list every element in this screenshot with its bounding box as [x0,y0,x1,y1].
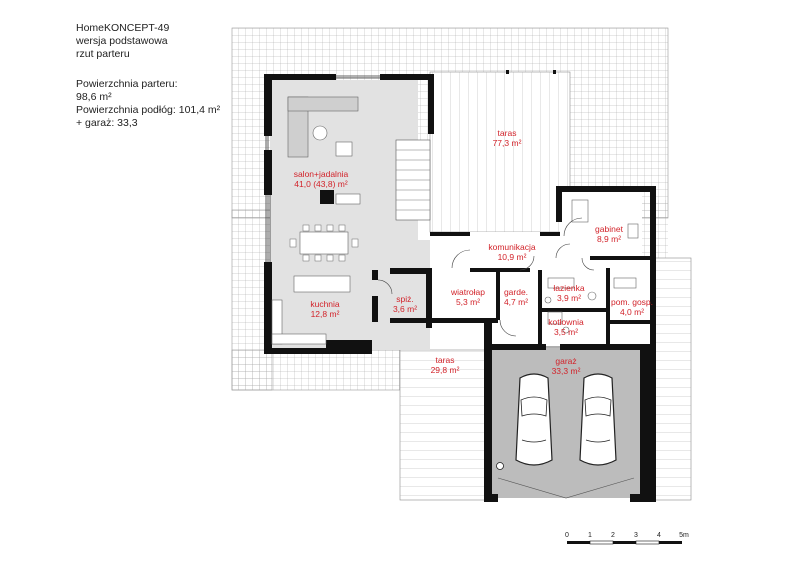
room-name-spiz: spiż. [396,294,413,304]
project-variant: wersja podstawowa [76,35,168,47]
furniture [271,96,639,345]
project-name: HomeKONCEPT-49 [76,22,170,34]
room-area-pom-gosp: 4,0 m² [620,307,644,317]
scale-tick-3: 3 [634,532,638,539]
room-name-kuchnia: kuchnia [310,299,340,309]
room-name-garderoba: garde. [504,287,528,297]
room-labels: salon+jadalnia 41,0 (43,8) m² taras 77,3… [294,128,653,376]
room-name-gabinet: gabinet [595,224,624,234]
room-name-pom-gosp: pom. gosp. [611,297,653,307]
room-area-garaz: 33,3 m² [552,366,581,376]
room-area-gabinet: 8,9 m² [597,234,621,244]
room-area-komunikacja: 10,9 m² [498,252,527,262]
room-area-taras-bottom: 29,8 m² [431,365,460,375]
stairs [395,139,431,221]
garage-cars [496,373,635,499]
room-area-kotlownia: 3,5 m² [554,327,578,337]
area-summary: Powierzchnia parteru: 98,6 m² Powierzchn… [76,78,220,130]
scale-tick-2: 2 [611,532,615,539]
scale-tick-5: 5m [679,532,689,539]
garage-area-label: + garaż: 33,3 [76,117,138,129]
garage-floor [490,348,642,498]
walls [264,74,656,502]
plan-view-name: rzut parteru [76,48,130,60]
room-name-kotlownia: kotłownia [548,317,584,327]
doors [377,217,595,337]
room-name-taras-bottom: taras [436,355,455,365]
room-name-lazienka: łazienka [553,283,584,293]
room-area-kuchnia: 12,8 m² [311,309,340,319]
project-title-block: HomeKONCEPT-49 wersja podstawowa rzut pa… [76,22,169,61]
room-name-salon: salon+jadalnia [294,169,349,179]
room-name-garaz: garaż [555,356,576,366]
terrace-bottom-boards [399,349,489,501]
scale-tick-0: 0 [565,532,569,539]
living-area-floor [270,80,430,350]
room-area-taras-top: 77,3 m² [493,138,522,148]
scale-tick-4: 4 [657,532,661,539]
scale-bar: 0 1 2 3 4 5m [565,532,689,545]
room-area-wiatrolap: 5,3 m² [456,297,480,307]
room-name-taras-top: taras [498,128,517,138]
room-area-salon: 41,0 (43,8) m² [294,179,348,189]
room-area-lazienka: 3,9 m² [557,293,581,303]
ground-area-label: Powierzchnia parteru: [76,78,178,90]
terrace-top-boards [429,70,571,233]
scale-tick-1: 1 [588,532,592,539]
room-name-wiatrolap: wiatrołap [450,287,485,297]
floor-area-label: Powierzchnia podłóg: 101,4 m² [76,104,221,116]
room-area-garderoba: 4,7 m² [504,297,528,307]
interior-rooms [430,188,642,348]
ground-area-value: 98,6 m² [76,91,112,103]
terrace-right-boards [654,257,692,501]
room-name-komunikacja: komunikacja [488,242,536,252]
windows [265,75,560,348]
room-area-spiz: 3,6 m² [393,304,417,314]
